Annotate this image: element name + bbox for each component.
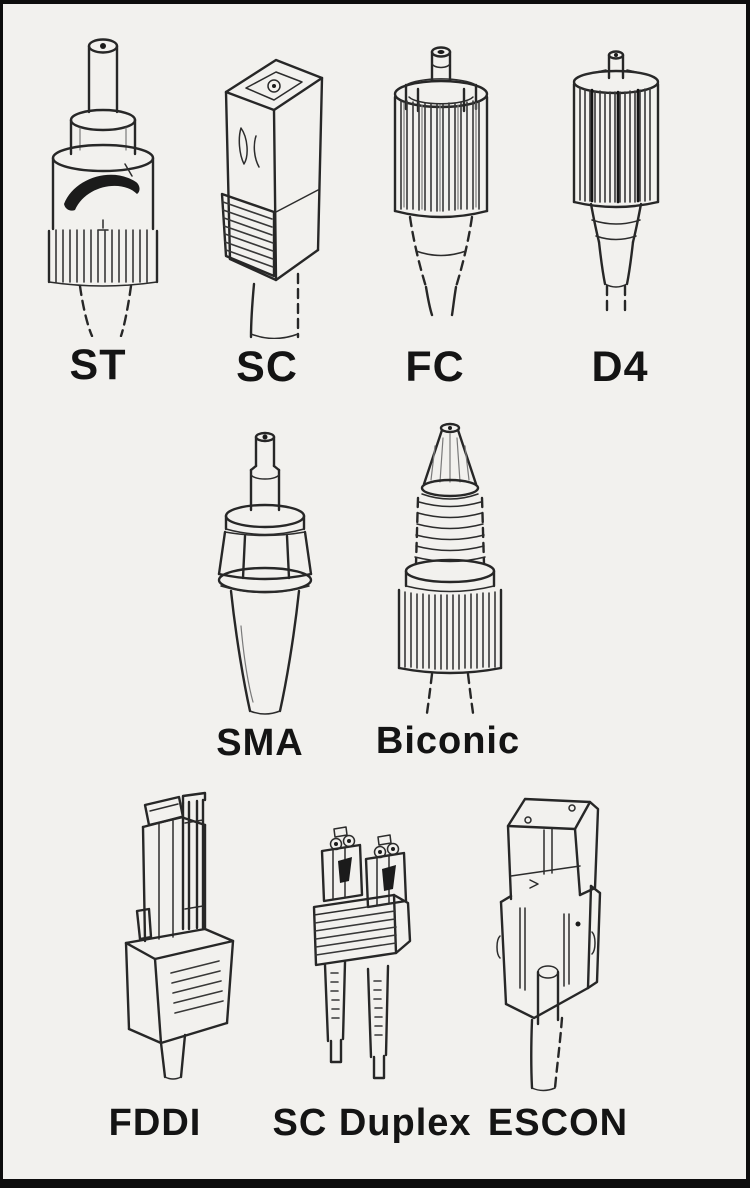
fddi-label: FDDI [108,1102,202,1144]
st-label: ST [69,341,127,389]
fddi-connector-illustration [124,791,235,1080]
escon-connector-illustration [496,797,602,1092]
sma-connector-illustration [217,431,313,715]
sc-connector-illustration [220,58,324,339]
biconic-label: Biconic [375,720,521,762]
d4-connector-illustration [572,50,660,312]
st-connector-illustration [47,38,159,337]
sc-label: SC [236,343,298,391]
fc-label: FC [405,343,465,391]
sc-duplex-connector-illustration [312,826,412,1080]
sc-duplex-label: SC Duplex [272,1102,472,1144]
escon-label: ESCON [487,1102,629,1144]
biconic-connector-illustration [397,422,503,715]
fc-connector-illustration [393,46,489,317]
sma-label: SMA [216,722,304,764]
d4-label: D4 [591,343,649,391]
